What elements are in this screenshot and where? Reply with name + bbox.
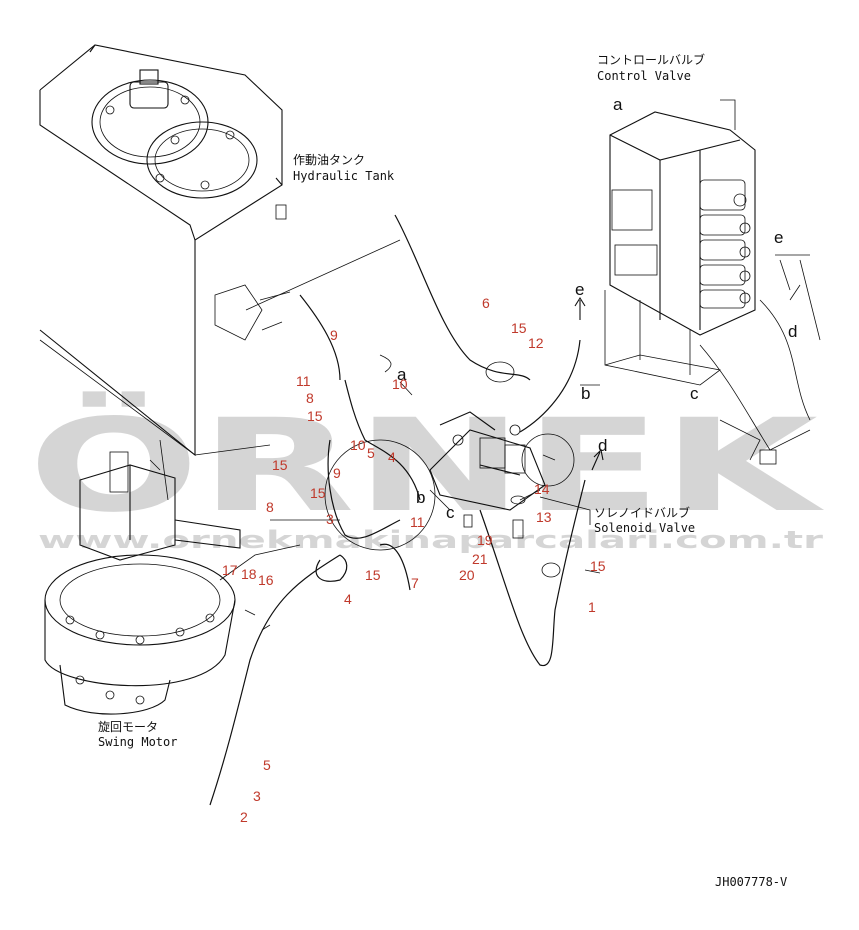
hose-9 [299, 294, 341, 381]
component-labels: 作動油タンク Hydraulic Tank コントロールバルブ Control … [98, 52, 787, 889]
letter-a-control-valve: a [613, 95, 623, 114]
part-number-3: 3 [326, 511, 334, 527]
part-number-20: 20 [459, 567, 475, 583]
part-number-15: 15 [511, 320, 527, 336]
part-number-3: 3 [253, 788, 261, 804]
control-valve-label-en: Control Valve [597, 69, 691, 83]
hose-6 [394, 214, 531, 381]
part-number-14: 14 [534, 481, 550, 497]
hose-4 [315, 554, 348, 582]
watermark-url: www.ornekmakinaparcalari.com.tr [38, 526, 823, 554]
part-number-8: 8 [306, 390, 314, 406]
leader-lines [219, 254, 810, 581]
part-number-1: 1 [588, 599, 596, 615]
hydraulic-tank-label-en: Hydraulic Tank [293, 169, 395, 183]
swing-motor-drawing [44, 439, 241, 715]
part-number-18: 18 [241, 566, 257, 582]
arrows [574, 296, 604, 471]
part-number-4: 4 [388, 449, 396, 465]
part-number-15: 15 [590, 558, 606, 574]
part-number-6: 6 [482, 295, 490, 311]
part-number-15: 15 [310, 485, 326, 501]
part-numbers: 1 2 3 3 4 4 5 5 6 7 8 8 9 9 10 10 11 11 … [222, 295, 606, 825]
swing-motor-label-en: Swing Motor [98, 735, 177, 749]
part-number-10: 10 [392, 376, 408, 392]
part-number-5: 5 [263, 757, 271, 773]
letter-d-control-valve: d [788, 322, 797, 341]
part-number-11: 11 [410, 514, 425, 530]
part-number-15: 15 [365, 567, 381, 583]
hose-1 [479, 479, 586, 667]
hydraulic-tank-drawing [39, 44, 401, 457]
solenoid-valve-label-en: Solenoid Valve [594, 521, 695, 535]
letter-d-arrow: d [598, 436, 607, 455]
letter-e-control-valve: e [774, 228, 783, 247]
part-number-19: 19 [477, 532, 493, 548]
hoses [209, 214, 586, 806]
part-number-16: 16 [258, 572, 274, 588]
part-number-5: 5 [367, 445, 375, 461]
solenoid-valve-label-jp: ソレノイドバルブ [594, 505, 690, 520]
solenoid-valve-drawing [429, 411, 575, 539]
part-number-13: 13 [536, 509, 552, 525]
part-number-8: 8 [266, 499, 274, 515]
letter-e-arrow: e [575, 280, 584, 299]
hose-7 [379, 543, 411, 591]
clamp-15-right [541, 562, 561, 578]
part-number-15: 15 [272, 457, 288, 473]
hose-5 [209, 554, 341, 806]
part-number-4: 4 [344, 591, 352, 607]
part-number-10: 10 [350, 437, 366, 453]
watermark-logo: ÖRNEK [28, 391, 826, 541]
arrow-e-up [574, 296, 586, 320]
letter-b-control-valve: b [581, 384, 590, 403]
part-number-2: 2 [240, 809, 248, 825]
loop-right [324, 439, 436, 551]
letter-a-hose: a [397, 365, 407, 384]
hydraulic-tank-label-jp: 作動油タンク [293, 153, 365, 167]
connection-letters: a e d b c a e d b c [397, 95, 797, 522]
part-number-9: 9 [333, 465, 341, 481]
part-number-7: 7 [411, 575, 419, 591]
part-number-17: 17 [222, 562, 238, 578]
swing-motor-label-jp: 旋回モータ [98, 720, 158, 734]
part-number-11: 11 [296, 373, 311, 389]
hose-12 [519, 339, 581, 433]
control-valve-drawing [604, 99, 821, 465]
part-number-15: 15 [307, 408, 323, 424]
part-number-9: 9 [330, 327, 338, 343]
arrow-d-up [591, 448, 604, 471]
hose-10 [344, 379, 421, 501]
part-number-12: 12 [528, 335, 544, 351]
letter-c-control-valve: c [690, 384, 699, 403]
watermark: ÖRNEK www.ornekmakinaparcalari.com.tr [28, 391, 826, 554]
hose-8 [327, 439, 401, 539]
letter-c-solenoid: c [446, 503, 455, 522]
control-valve-label-jp: コントロールバルブ [597, 52, 705, 67]
part-number-21: 21 [472, 551, 488, 567]
clamp-15-upper [485, 361, 515, 383]
letter-b-solenoid: b [416, 488, 425, 507]
drawing-code: JH007778-V [715, 875, 787, 889]
